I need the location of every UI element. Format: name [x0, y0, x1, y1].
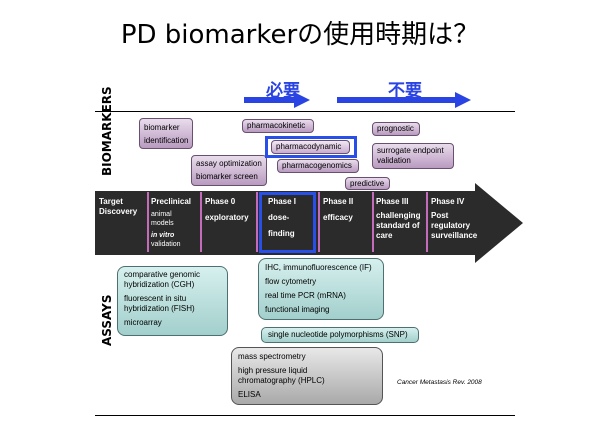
tag-line: assay optimization [196, 159, 262, 168]
phase-1-highlight [259, 192, 316, 253]
phase-name: Target [99, 197, 123, 206]
assay-line: high pressure liquid [238, 366, 308, 375]
phase-name: Preclinical [151, 197, 192, 206]
phase-name: standard of [376, 221, 420, 230]
phase-name: dose- [268, 213, 290, 222]
phase-2: Phase II efficacy [323, 197, 353, 223]
phase-name: Discovery [99, 207, 138, 216]
not-needed-arrow-icon [337, 92, 471, 108]
tag-line: identification [144, 136, 189, 145]
phase-4: Phase IV Post regulatory surveillance [431, 197, 477, 241]
needed-arrow-icon [244, 92, 310, 108]
assay-line: hybridization (CGH) [124, 280, 195, 289]
protein-assays-box: IHC, immunofluorescence (IF) flow cytome… [258, 258, 384, 320]
tag-line: biomarker [144, 123, 180, 132]
assay-line: hybridization (FISH) [124, 304, 195, 313]
phase-divider [200, 192, 202, 252]
biomarker-identification-tag: biomarker identification [139, 118, 193, 149]
pharmacodynamic-tag: pharmacodynamic [271, 140, 350, 154]
assay-line: chromatography (HPLC) [238, 376, 325, 385]
biomarkers-section-label: BIOMARKERS [100, 86, 114, 176]
phase-preclinical: Preclinical animal models in vitro valid… [151, 197, 191, 249]
phase-name: challenging [376, 211, 421, 220]
assay-line: comparative genomic [124, 270, 201, 279]
snp-assay-box: single nucleotide polymorphisms (SNP) [261, 327, 419, 343]
assay-line: fluorescent in situ [124, 294, 187, 303]
phase-sub: validation [151, 241, 181, 248]
needed-label: 必要 [266, 81, 300, 101]
surrogate-endpoint-tag: surrogate endpoint validation [372, 143, 454, 169]
phase-name: Phase IV [431, 197, 465, 206]
phase-3: Phase III challenging standard of care [376, 197, 420, 241]
phase-name: exploratory [205, 213, 249, 222]
phase-name: Phase III [376, 197, 409, 206]
assay-line: flow cytometry [265, 277, 317, 286]
phase-name: surveillance [431, 231, 478, 240]
assays-bottom-rule [95, 415, 515, 416]
phase-divider [256, 192, 258, 252]
phase-name: efficacy [323, 213, 353, 222]
assay-line: functional imaging [265, 305, 330, 314]
pharmacokinetic-tag: pharmacokinetic [242, 119, 314, 133]
assay-line: IHC, immunofluorescence (IF) [265, 263, 372, 272]
phase-1: Phase I dose- finding [268, 197, 296, 239]
phase-name: care [376, 231, 393, 240]
tag-line: biomarker screen [196, 172, 258, 181]
citation: Cancer Metastasis Rev. 2008 [397, 379, 482, 386]
phase-name: regulatory [431, 221, 471, 230]
phase-sub: models [151, 220, 174, 227]
not-needed-label: 不要 [388, 81, 422, 101]
tag-line: validation [377, 156, 411, 165]
prognostic-tag: prognostic [372, 122, 420, 136]
biomarkers-top-rule [95, 111, 515, 112]
assay-line: microarray [124, 318, 162, 327]
ms-assays-box: mass spectrometry high pressure liquid c… [231, 347, 383, 405]
assay-line: ELISA [238, 390, 261, 399]
assay-line: real time PCR (mRNA) [265, 291, 346, 300]
phase-0: Phase 0 exploratory [205, 197, 249, 223]
predictive-tag: predictive [345, 177, 390, 190]
tag-line: surrogate endpoint [377, 146, 444, 155]
phase-sub: animal [151, 211, 172, 218]
phase-divider [426, 192, 428, 252]
assay-optimization-tag: assay optimization biomarker screen [191, 155, 267, 186]
phase-divider [318, 192, 320, 252]
phase-name: Phase I [268, 197, 297, 206]
phase-name: finding [268, 229, 295, 238]
phase-name: Phase II [323, 197, 354, 206]
assay-line: mass spectrometry [238, 352, 306, 361]
phase-divider [372, 192, 374, 252]
phase-sub: in vitro [151, 232, 175, 239]
pharmacogenomics-tag: pharmacogenomics [277, 159, 359, 173]
phase-name: Post [431, 211, 449, 220]
assays-section-label: ASSAYS [100, 294, 114, 346]
genomic-assays-box: comparative genomic hybridization (CGH) … [117, 266, 228, 336]
development-timeline-arrow [95, 183, 523, 263]
phase-divider [147, 192, 149, 252]
phase-name: Phase 0 [205, 197, 236, 206]
pharmacodynamic-highlight [265, 136, 357, 158]
slide-title: PD biomarkerの使用時期は？ [120, 20, 480, 50]
phase-target-discovery: Target Discovery [99, 197, 137, 217]
